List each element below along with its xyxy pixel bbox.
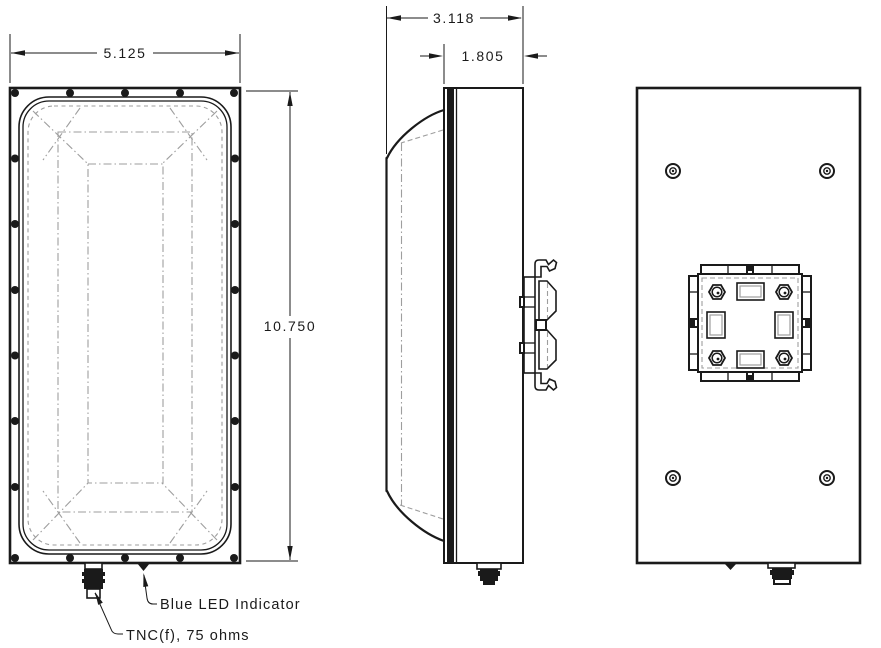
- side-radome-profile: [385, 108, 446, 543]
- arrowhead-icon: [429, 53, 443, 59]
- housing-screw: [176, 89, 184, 97]
- arrowhead-icon: [287, 92, 293, 106]
- housing-screw: [176, 554, 184, 562]
- led-callout: Blue LED Indicator: [143, 573, 300, 613]
- housing-screw: [231, 286, 239, 294]
- housing-screw: [11, 89, 19, 97]
- hex-bolt: [778, 286, 790, 298]
- front-width-dimension: 5.125: [9, 34, 241, 83]
- housing-screw: [11, 286, 19, 294]
- back-screw: [669, 167, 677, 175]
- back-screw: [825, 476, 829, 480]
- front-width-dim-text: 5.125: [103, 45, 146, 61]
- hex-bolt: [711, 286, 723, 298]
- hex-bolt: [778, 352, 790, 364]
- hex-bolt: [783, 291, 787, 295]
- tnc-connector-front: [82, 562, 105, 599]
- back-view: [635, 86, 862, 585]
- housing-screw: [230, 554, 238, 562]
- housing-screw: [11, 554, 19, 562]
- hex-bolt: [711, 352, 723, 364]
- side-view: [385, 87, 558, 585]
- side-body-outline: [443, 87, 524, 564]
- bracket-top-hook: [534, 258, 558, 278]
- housing-screw: [121, 89, 129, 97]
- front-height-dim-text: 10.750: [264, 318, 316, 334]
- radome-hidden-edge: [400, 129, 444, 144]
- tnc-connector-side: [476, 562, 502, 585]
- tnc-connector-back: [767, 562, 796, 585]
- side-body-depth-dimension: 1.805: [420, 44, 547, 84]
- arrowhead-icon: [524, 53, 538, 59]
- mounting-plate-hex-bolts: [707, 284, 794, 366]
- back-screw: [671, 169, 675, 173]
- back-screw: [665, 163, 681, 179]
- bracket-bottom-hook: [534, 372, 558, 392]
- leader-arrowhead-icon: [95, 592, 103, 605]
- back-screw: [825, 169, 829, 173]
- housing-screw: [231, 220, 239, 228]
- housing-screw: [11, 220, 19, 228]
- front-view: [8, 86, 242, 599]
- back-screw: [819, 163, 835, 179]
- led-indicator-front: [137, 563, 150, 571]
- arrowhead-icon: [508, 15, 522, 21]
- back-screw: [823, 167, 831, 175]
- mounting-slot-bottom: [736, 350, 765, 369]
- side-overall-depth-dimension: 3.118: [386, 6, 524, 154]
- front-radome-outer-edge: [18, 96, 232, 555]
- back-panel-screws: [665, 163, 835, 486]
- led-callout-text: Blue LED Indicator: [160, 597, 301, 613]
- led-indicator-back: [724, 563, 737, 570]
- back-screw: [669, 474, 677, 482]
- housing-screw: [11, 154, 19, 163]
- housing-screw: [11, 351, 19, 360]
- front-radome-inner-edge: [22, 100, 228, 551]
- side-mounting-bracket: [519, 258, 558, 392]
- housing-screw: [11, 417, 19, 425]
- housing-screw: [230, 89, 238, 97]
- hidden-horn-cavity-outline: [27, 105, 223, 546]
- hex-bolt: [716, 291, 720, 295]
- housing-screw: [121, 554, 129, 562]
- front-height-dimension: 10.750: [246, 90, 316, 562]
- arrowhead-icon: [287, 546, 293, 560]
- mounting-slot-right: [774, 311, 794, 339]
- back-screw: [819, 470, 835, 486]
- housing-screw: [231, 417, 239, 425]
- housing-screw: [231, 483, 239, 491]
- tnc-callout: TNC(f), 75 ohms: [94, 592, 250, 644]
- back-screw: [823, 474, 831, 482]
- arrowhead-icon: [387, 15, 401, 21]
- arrowhead-icon: [11, 50, 25, 56]
- housing-screw: [66, 554, 74, 562]
- hex-bolt: [716, 357, 720, 361]
- leader-arrowhead-icon: [143, 573, 149, 587]
- housing-screw: [66, 89, 74, 97]
- housing-screw: [11, 483, 19, 491]
- back-screw: [671, 476, 675, 480]
- back-screw: [665, 470, 681, 486]
- tnc-callout-text: TNC(f), 75 ohms: [126, 628, 250, 644]
- mounting-slot-top: [736, 282, 765, 301]
- front-housing-screws: [11, 89, 239, 562]
- mounting-slot-left: [706, 311, 726, 339]
- mounting-plate: [688, 264, 812, 382]
- hex-bolt: [783, 357, 787, 361]
- arrowhead-icon: [225, 50, 239, 56]
- housing-screw: [231, 351, 239, 360]
- housing-screw: [231, 154, 239, 163]
- side-overall-depth-dim-text: 3.118: [433, 10, 475, 26]
- side-body-depth-dim-text: 1.805: [461, 48, 504, 64]
